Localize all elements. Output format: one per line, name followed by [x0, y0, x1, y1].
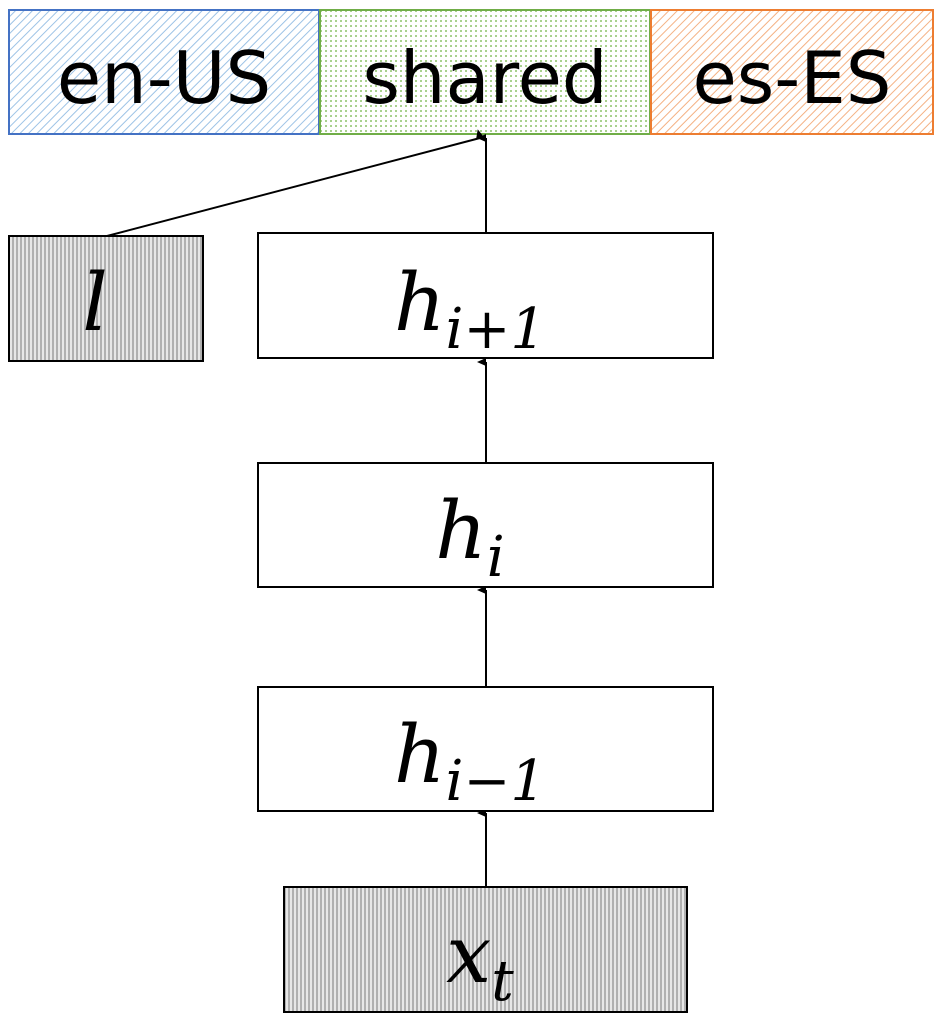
language-input-symbol: l: [82, 256, 108, 349]
hidden-layer-next-subscript: i+1: [446, 297, 546, 362]
hidden-layer-prev-subscript: i−1: [446, 749, 546, 814]
hidden-layer-current-label: hi: [435, 484, 504, 590]
hidden-layer-next: hi+1: [257, 232, 714, 362]
input-box: [283, 886, 688, 1013]
arrow-l-to-shared: [106, 129, 484, 237]
input-node: xt: [283, 886, 688, 1014]
input-label: xt: [446, 908, 514, 1014]
hidden-layer-current: hi: [257, 462, 714, 590]
segment-en-us: en-US: [8, 9, 320, 135]
hidden-layer-prev-label: hi−1: [394, 708, 546, 814]
segment-en-us-box: [8, 9, 320, 135]
segment-shared-label: shared: [362, 36, 607, 120]
segment-en-us-label: en-US: [57, 36, 271, 120]
segment-shared-box: [319, 9, 651, 135]
input-subscript: t: [491, 949, 514, 1014]
hidden-layer-prev-symbol: h: [394, 708, 446, 801]
language-input-box: [8, 235, 204, 362]
hidden-layer-prev-box: [257, 686, 714, 812]
output-layer: en-US shared es-ES: [8, 9, 934, 135]
segment-es-es-label: es-ES: [693, 36, 892, 120]
hidden-layer-current-symbol: h: [435, 484, 487, 577]
input-symbol: x: [446, 908, 491, 1001]
connections: [106, 129, 487, 887]
segment-shared: shared: [319, 9, 651, 135]
hidden-layer-next-symbol: h: [394, 256, 446, 349]
segment-es-es-box: [650, 9, 934, 135]
hidden-layer-current-box: [257, 462, 714, 588]
segment-es-es: es-ES: [650, 9, 934, 135]
hidden-layer-current-subscript: i: [487, 525, 505, 590]
hidden-layer-next-label: hi+1: [394, 256, 546, 362]
language-input-node: l: [8, 235, 204, 362]
hidden-layer-prev: hi−1: [257, 686, 714, 814]
hidden-layer-next-box: [257, 232, 714, 359]
